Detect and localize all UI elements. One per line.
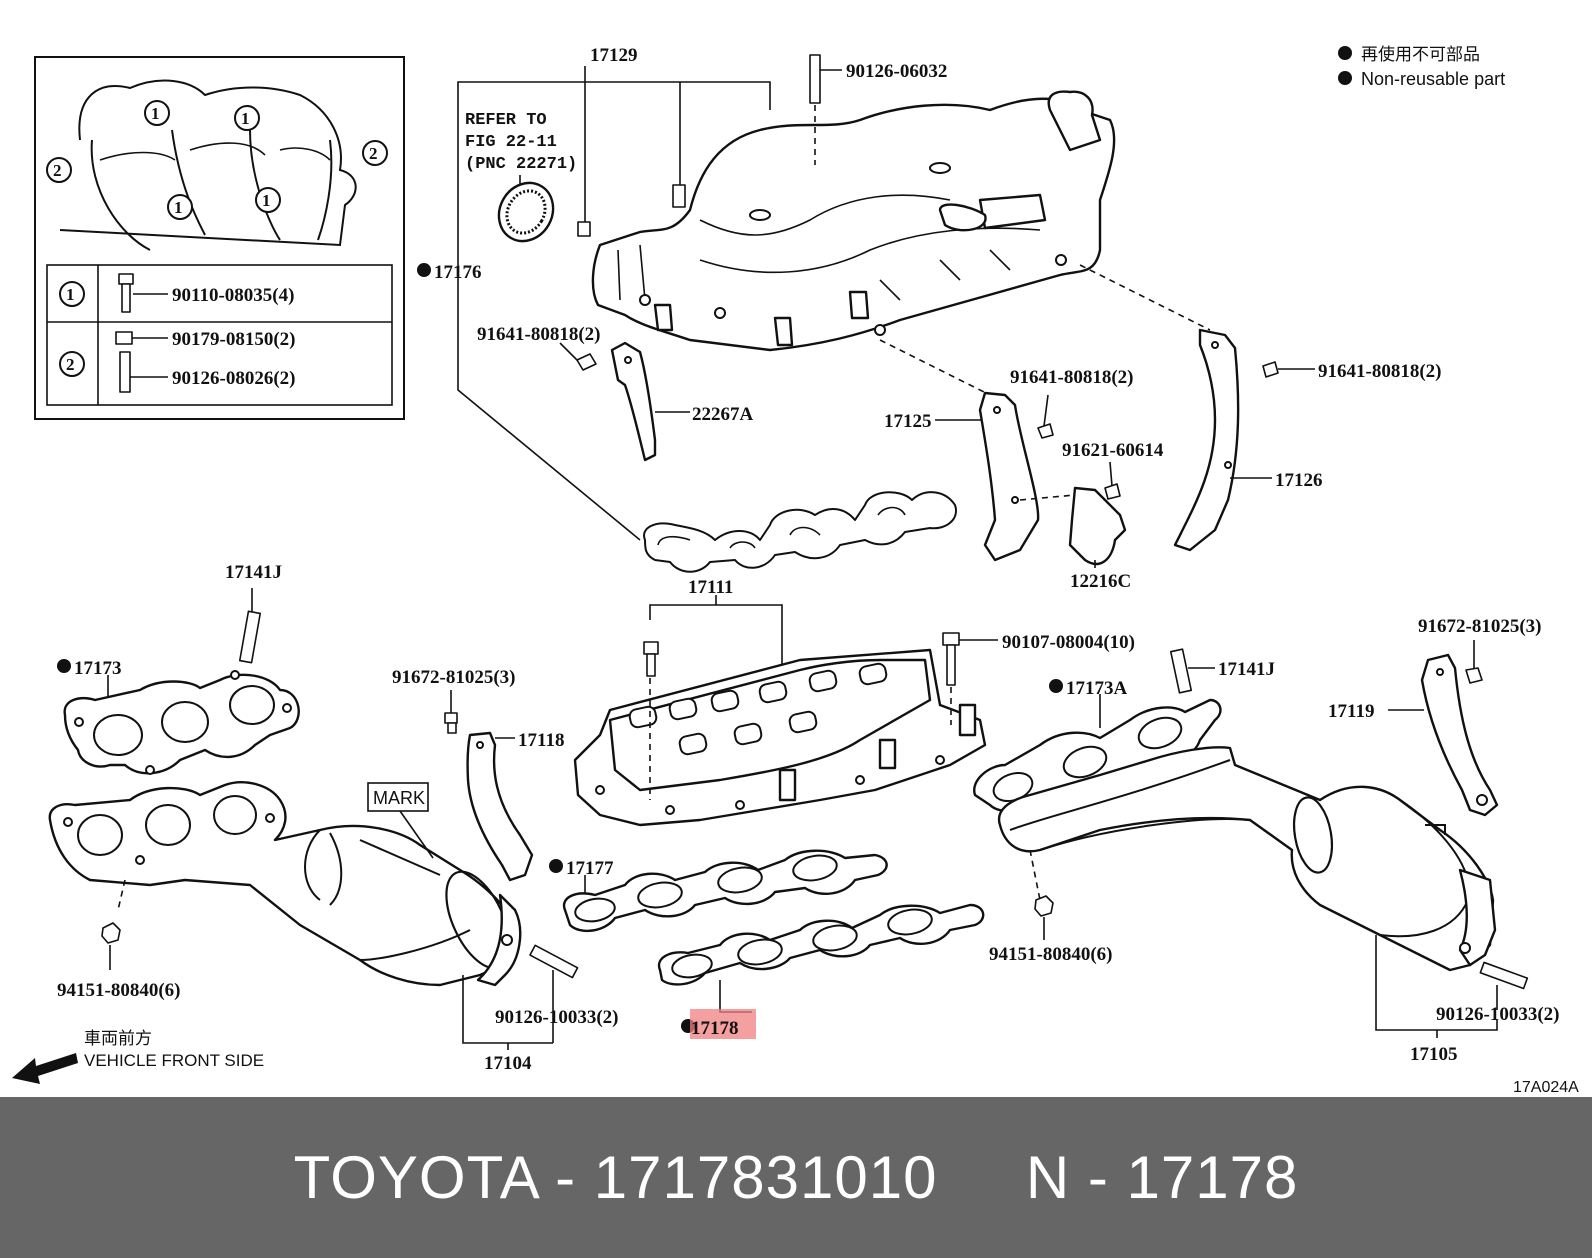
link-17125	[879, 339, 991, 396]
bolt-91621	[1104, 461, 1121, 500]
part-number-banner: TOYOTA - 1717831010 N - 17178	[0, 1097, 1592, 1258]
label-90126-left: 90126-10033(2)	[495, 1007, 618, 1028]
bracket-17129	[457, 66, 771, 260]
legend-en: Non-reusable part	[1361, 69, 1505, 89]
label-17119: 17119	[1328, 701, 1374, 722]
front-arrow-icon	[12, 1053, 78, 1084]
label-17173A: 17173A	[1066, 678, 1128, 699]
label-17104: 17104	[484, 1053, 532, 1074]
link-17126	[1079, 264, 1211, 331]
label-17177: 17177	[566, 858, 614, 879]
label-17111: 17111	[688, 577, 733, 598]
gasket-17177	[549, 849, 888, 933]
label-17173: 17173	[74, 658, 122, 679]
label-12216C: 12216C	[1070, 571, 1131, 592]
refer-line-2: FIG 22-11	[465, 133, 557, 152]
bolt-91672-right	[1465, 640, 1483, 684]
bolt-91641-a	[559, 342, 597, 371]
label-17129: 17129	[590, 45, 638, 66]
label-90179-08150: 90179-08150(2)	[172, 329, 295, 350]
label-90107: 90107-08004(10)	[1002, 632, 1135, 653]
exhaust-manifold-17104	[48, 781, 522, 987]
mark-callout: MARK	[367, 782, 434, 859]
highlight-17178	[690, 1009, 756, 1039]
vehicle-front-indicator: 車両前方 VEHICLE FRONT SIDE	[12, 1029, 264, 1084]
label-17141J-left: 17141J	[225, 562, 282, 583]
intake-upper-manifold	[591, 90, 1116, 352]
label-17125: 17125	[884, 411, 932, 432]
label-91672-right: 91672-81025(3)	[1418, 616, 1541, 637]
bracket-22267A	[610, 341, 690, 462]
label-90126-right: 90126-10033(2)	[1436, 1004, 1559, 1025]
label-17105: 17105	[1410, 1044, 1458, 1065]
bracket-12216C	[1019, 486, 1127, 568]
label-94151-right: 94151-80840(6)	[989, 944, 1112, 965]
bracket-17125	[935, 391, 1040, 562]
bolt-90107	[942, 632, 998, 725]
refer-line-1: REFER TO	[465, 111, 547, 130]
gasket-17173	[57, 659, 300, 775]
mark-label: MARK	[373, 788, 425, 808]
table-marker-1: 1	[66, 285, 75, 304]
part-number-text: TOYOTA - 1717831010 N - 17178	[293, 1144, 1299, 1211]
legend-jp: 再使用不可部品	[1361, 44, 1480, 64]
label-22267A: 22267A	[692, 404, 754, 425]
inset-marker-1d: 1	[262, 191, 271, 210]
label-17126: 17126	[1275, 470, 1323, 491]
refer-line-3: (PNC 22271)	[465, 155, 577, 174]
label-91672-left: 91672-81025(3)	[392, 667, 515, 688]
bracket-17119	[1388, 653, 1499, 817]
label-90110-08035: 90110-08035(4)	[172, 285, 294, 306]
bolt-91641-b	[1037, 394, 1054, 439]
bolt-91641-c	[1262, 361, 1315, 378]
label-17176: 17176	[434, 262, 482, 283]
nut-94151-right	[1034, 895, 1054, 940]
refer-note: REFER TO FIG 22-11 (PNC 22271)	[465, 111, 577, 243]
inset-marker-1b: 1	[241, 109, 250, 128]
bolt-91672-left	[444, 690, 458, 734]
front-label-jp: 車両前方	[84, 1029, 152, 1048]
label-17141J-right: 17141J	[1218, 659, 1275, 680]
bracket-17118	[466, 731, 534, 882]
inset-marker-2a: 2	[53, 161, 62, 180]
exhaust-manifold-17105	[997, 746, 1497, 972]
label-91621: 91621-60614	[1062, 440, 1164, 461]
label-94151-left: 94151-80840(6)	[57, 980, 180, 1001]
parts-diagram: 再使用不可部品 Non-reusable part 1 1 1 1 2 2 1 …	[12, 44, 1579, 1096]
table-marker-2: 2	[66, 355, 75, 374]
nut-94151-left	[101, 922, 121, 970]
inset-marker-1c: 1	[174, 198, 183, 217]
stud-90126-06032	[809, 54, 842, 165]
fastener-inset: 1 1 1 1 2 2 1 2 90110-08035(4) 90179-081…	[34, 56, 405, 420]
gasket-17176	[417, 260, 957, 573]
bracket-17126	[1173, 328, 1272, 552]
inset-marker-2b: 2	[369, 144, 378, 163]
legend: 再使用不可部品 Non-reusable part	[1338, 44, 1505, 89]
inset-marker-1a: 1	[151, 104, 160, 123]
stud-90126-left	[462, 944, 579, 1050]
stud-90126-right	[1375, 935, 1529, 1038]
front-label-en: VEHICLE FRONT SIDE	[84, 1051, 264, 1070]
label-90126-06032: 90126-06032	[846, 61, 947, 82]
label-91641-c: 91641-80818(2)	[1318, 361, 1441, 382]
label-90126-08026: 90126-08026(2)	[172, 368, 295, 389]
label-17178: 17178	[691, 1018, 739, 1039]
label-17118: 17118	[518, 730, 564, 751]
label-91641-a: 91641-80818(2)	[477, 324, 600, 345]
label-91641-b: 91641-80818(2)	[1010, 367, 1133, 388]
figure-code: 17A024A	[1513, 1079, 1579, 1096]
intake-lower-manifold	[573, 595, 987, 827]
stud-17141J-right	[1169, 648, 1215, 694]
stud-17141J-left	[238, 588, 262, 664]
